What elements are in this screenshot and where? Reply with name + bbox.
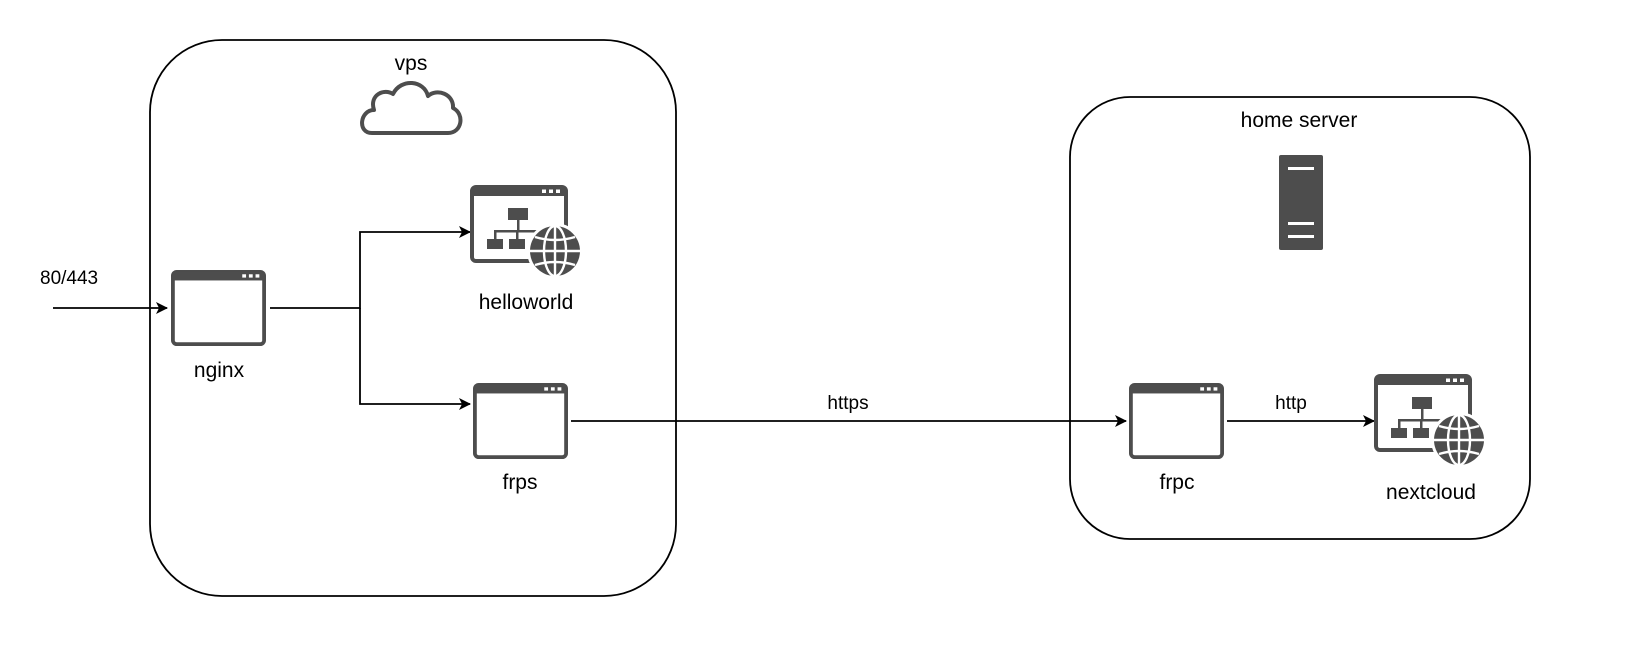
ingress-edge-label: 80/443 <box>40 268 98 289</box>
node-frps: frps <box>475 385 566 494</box>
web-app-icon <box>1374 374 1489 469</box>
frps-label: frps <box>502 471 537 494</box>
tunnel-edge-label: https <box>827 393 868 414</box>
nginx-to-frps-edge <box>359 308 471 410</box>
app-window-icon <box>475 385 566 457</box>
nginx-label: nginx <box>194 359 245 382</box>
node-nextcloud: nextcloud <box>1374 374 1489 504</box>
app-window-icon <box>173 272 264 344</box>
node-frpc: frpc <box>1131 385 1222 494</box>
cloud-icon <box>360 81 463 135</box>
home-server-group: home server <box>1069 96 1531 540</box>
helloworld-label: helloworld <box>479 291 574 314</box>
frpc-label: frpc <box>1159 471 1194 494</box>
server-icon <box>1279 155 1323 250</box>
web-app-icon <box>470 185 585 280</box>
home-server-container <box>1069 96 1531 540</box>
vps-container <box>149 39 677 597</box>
local-edge-label: http <box>1275 393 1307 414</box>
nginx-to-helloworld-edge <box>270 226 471 309</box>
vps-group: vps <box>149 39 677 597</box>
node-nginx: nginx <box>173 272 264 382</box>
vps-label: vps <box>395 52 428 75</box>
nextcloud-label: nextcloud <box>1386 481 1476 504</box>
home-server-label: home server <box>1241 109 1358 132</box>
app-window-icon <box>1131 385 1222 457</box>
edges: 80/443 https http <box>40 226 1375 427</box>
node-helloworld: helloworld <box>470 185 585 314</box>
